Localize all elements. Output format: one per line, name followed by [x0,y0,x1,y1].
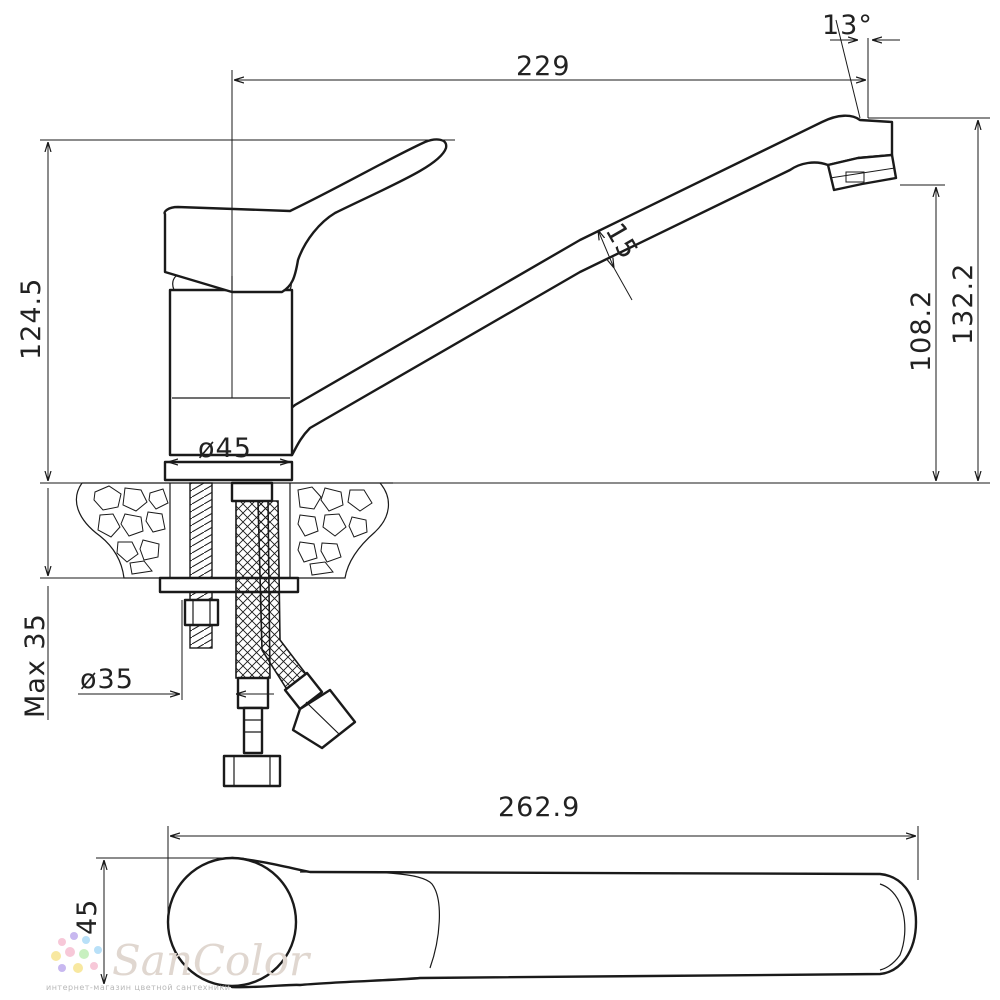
dimension-lines [40,19,990,720]
faucet-body [168,288,294,457]
faucet-top-view [166,856,918,989]
spout [270,114,894,457]
stone-pattern-right [297,486,373,576]
dim-body-diameter: ø45 [198,433,252,464]
faucet-side-view [158,78,898,788]
dim-outlet-height-inner: 108.2 [906,290,937,372]
lever-handle [163,138,448,294]
watermark-brand: SanColor [112,936,312,985]
dim-spout-reach: 229 [516,51,571,82]
dim-top-view-width: 45 [72,899,103,935]
dim-outlet-height-outer: 132.2 [948,263,979,345]
stone-pattern-left [93,485,169,575]
dim-max-counter-thickness: Max 35 [20,613,51,718]
top-view-dimension-lines [96,826,919,984]
dim-spout-angle: 13° [822,10,873,41]
dim-total-height: 124.5 [16,278,47,360]
dim-top-view-length: 262.9 [498,792,580,823]
watermark-logo: SanColor интернет-магазин цветной сантех… [46,932,312,992]
watermark-tagline: интернет-магазин цветной сантехники [46,983,230,992]
dim-mount-hole-diameter: ø35 [80,664,134,695]
countertop-section [75,482,393,579]
